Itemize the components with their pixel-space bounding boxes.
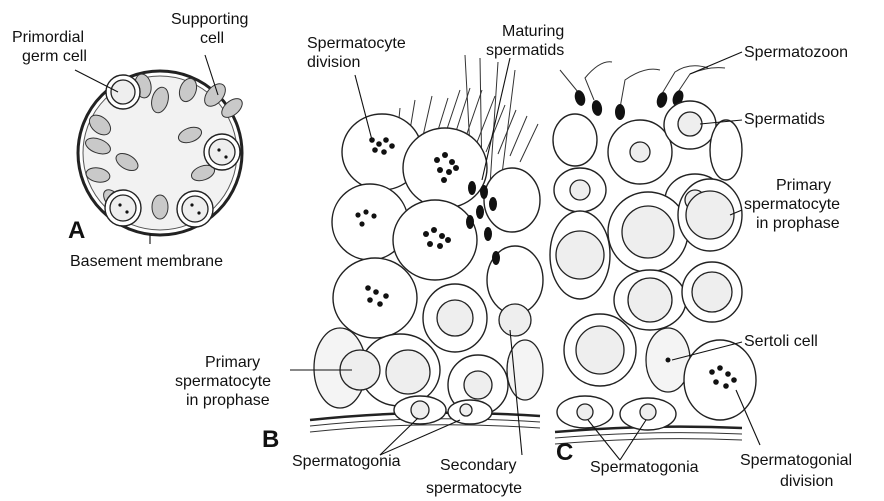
basement-membrane-label: Basement membrane [70,253,223,270]
primordial-germ-cell-label: Primordial germ cell [12,29,88,65]
prophase-nucleus [686,191,734,239]
spermatogonia-c-label: Spermatogonia [590,459,699,476]
prophase-nucleus [556,231,604,279]
germ-cell-nucleus [182,196,208,222]
germ-cell-nucleus [209,139,235,165]
supporting-cell-label: Supporting cell [171,11,253,47]
spermatogonial-division-label: Spermatogonial division [740,452,857,490]
maturing-spermatids-label: Maturing spermatids [486,23,569,59]
panel-b-epithelium: Spermatocyte division Maturing spermatid… [175,23,569,497]
spermatozoon-label: Spermatozoon [744,44,848,61]
germ-cell-nucleus [110,195,136,221]
panel-c-cells [550,101,756,430]
spermatids-label: Spermatids [744,111,825,128]
prophase-nucleus [622,206,674,258]
spermatogonia-b-label: Spermatogonia [292,453,401,470]
supporting-cell [152,195,168,219]
panel-b-letter: B [262,426,279,453]
panel-b-cells [314,114,543,424]
germ-cell-nucleus [111,80,135,104]
sertoli-cell-label: Sertoli cell [744,333,818,350]
prophase-nucleus [576,326,624,374]
panel-a-letter: A [68,217,85,244]
panel-c-letter: C [556,439,573,466]
prophase-nucleus [692,272,732,312]
spermatocyte-division-label: Spermatocyte division [307,35,410,71]
prophase-nucleus [628,278,672,322]
primary-spermatocyte-b-label: Primary spermatocyte in prophase [175,354,276,409]
panel-c-epithelium: Spermatozoon Spermatids Primary spermato… [550,44,857,490]
secondary-spermatocyte-label: Secondary spermatocyte [426,457,522,497]
panel-a-cord-section: Primordial germ cell Supporting cell A B… [12,11,253,270]
primary-spermatocyte-c-label: Primary spermatocyte in prophase [744,177,845,232]
